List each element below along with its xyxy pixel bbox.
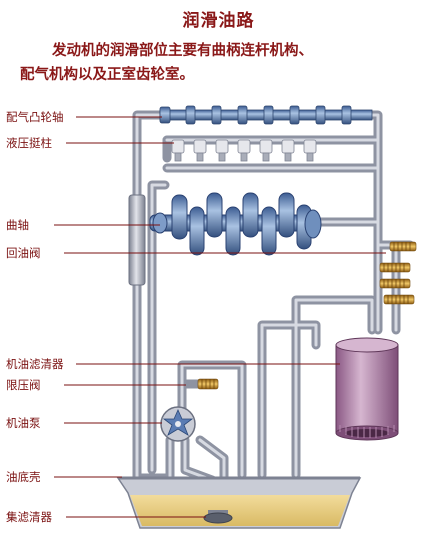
leader-lines xyxy=(54,116,386,518)
label-hydraulic-lifters: 液压挺柱 xyxy=(6,136,52,150)
description-line-1: 发动机的润滑部位主要有曲柄连杆机构、 xyxy=(52,42,313,59)
label-oil-pump: 机油泵 xyxy=(6,416,41,430)
oil-pump xyxy=(160,406,196,442)
return-valve-springs xyxy=(197,241,417,390)
label-oil-filter: 机油滤清器 xyxy=(6,357,64,371)
crankshaft xyxy=(149,192,322,256)
oil-pipes xyxy=(132,110,415,515)
label-oil-pan: 油底壳 xyxy=(6,470,41,484)
oil-pan xyxy=(116,476,362,529)
label-crankshaft: 曲轴 xyxy=(6,218,29,232)
hydraulic-lifters xyxy=(171,139,317,162)
description-line-2: 配气机构以及正室齿轮室。 xyxy=(20,66,194,83)
oil-strainer xyxy=(203,510,233,524)
camshaft xyxy=(159,105,373,125)
diagram-title: 润滑油路 xyxy=(182,11,255,31)
label-camshaft: 配气凸轮轴 xyxy=(6,110,64,124)
label-return-valve: 回油阀 xyxy=(6,246,41,260)
main-oil-gallery xyxy=(128,194,146,286)
label-strainer: 集滤清器 xyxy=(6,510,52,524)
label-pressure-limit-valve: 限压阀 xyxy=(6,378,41,392)
oil-filter-canister xyxy=(335,337,399,441)
